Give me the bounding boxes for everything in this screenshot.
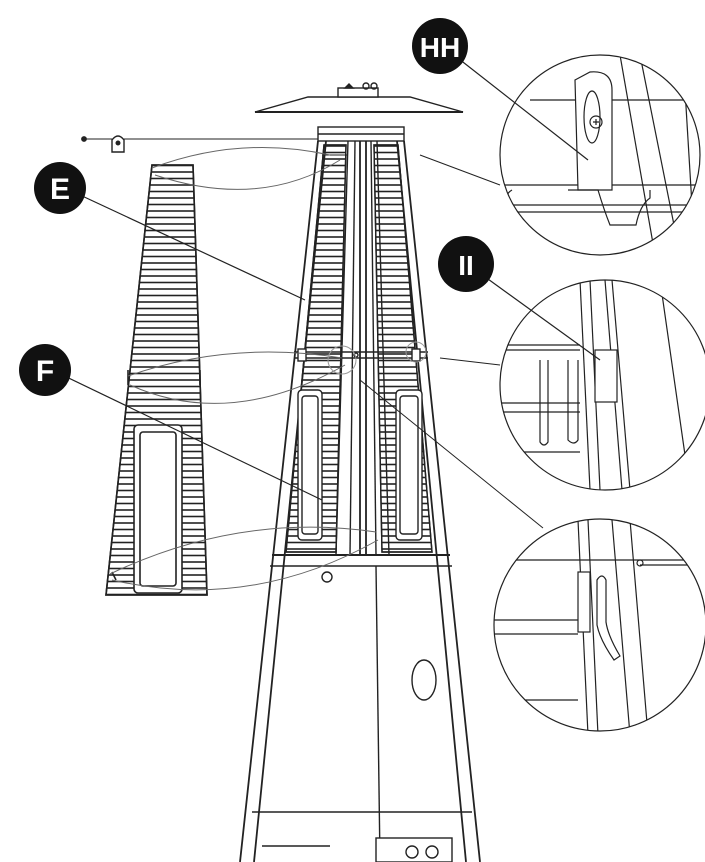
callout-f: F xyxy=(19,344,323,501)
attachment-arcs xyxy=(109,146,379,591)
reflector-hood xyxy=(254,82,464,113)
housing-panel xyxy=(252,565,472,862)
callout-e: E xyxy=(34,162,306,301)
callout-hh: HH xyxy=(412,18,589,161)
detail-circle-hh xyxy=(499,54,701,256)
detail-circle-ii xyxy=(499,279,705,491)
callout-ii-badge xyxy=(438,236,494,292)
callout-f-badge xyxy=(19,344,71,396)
callout-e-badge xyxy=(34,162,86,214)
callout-ii-leader xyxy=(469,265,601,361)
heater-tower xyxy=(81,82,481,862)
callout-ii: II xyxy=(438,236,601,361)
retaining-rod xyxy=(81,135,318,153)
detached-heat-guard xyxy=(105,164,208,596)
callout-hh-leader xyxy=(444,47,589,161)
installed-guard-left xyxy=(285,144,348,553)
callout-f-leader xyxy=(51,369,323,501)
callout-e-leader xyxy=(64,187,306,301)
lower-plate xyxy=(270,554,452,583)
callout-hh-badge xyxy=(412,18,468,74)
callout-e-label: E xyxy=(50,173,70,206)
callout-hh-label: HH xyxy=(420,32,460,63)
detail-circle-lower xyxy=(493,518,705,732)
callout-f-label: F xyxy=(36,355,54,388)
callout-ii-label: II xyxy=(458,250,474,281)
installed-guard-right xyxy=(373,144,433,553)
detail-leader-lines xyxy=(327,154,544,529)
